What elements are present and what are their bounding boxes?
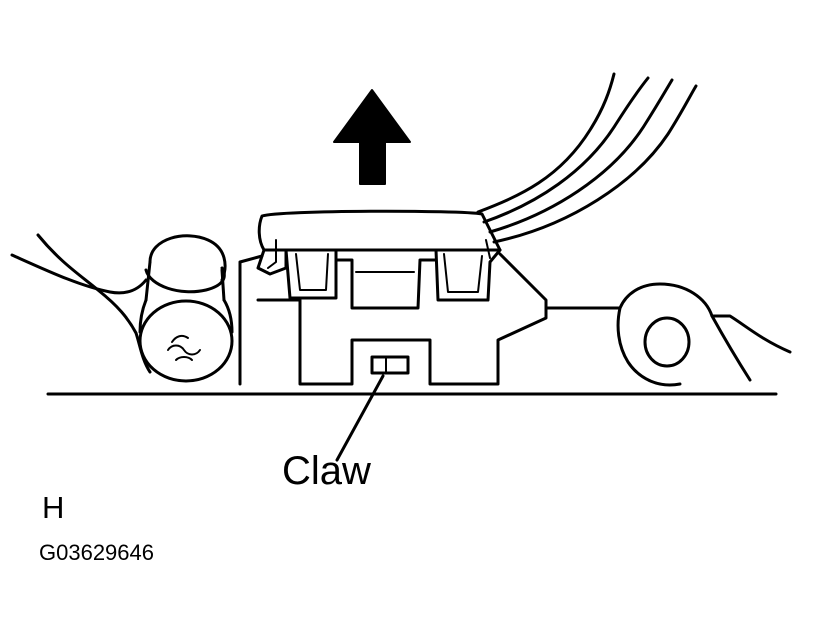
arrow-up-icon bbox=[333, 89, 411, 185]
figure-code: G03629646 bbox=[39, 540, 154, 565]
wire-harness bbox=[476, 72, 698, 244]
view-letter: H bbox=[42, 490, 65, 525]
mounting-bracket bbox=[238, 252, 548, 386]
bolt bbox=[138, 234, 234, 383]
mounting-hole bbox=[643, 316, 691, 368]
left-bracket-outline bbox=[10, 253, 148, 295]
claw-label: Claw bbox=[282, 449, 371, 493]
left-panel-curve bbox=[36, 233, 152, 374]
bracket-right-flange bbox=[544, 282, 792, 354]
claw bbox=[370, 355, 410, 375]
connector bbox=[256, 209, 502, 310]
claw-leader-line bbox=[335, 374, 385, 462]
bracket-right-lower bbox=[616, 306, 752, 387]
